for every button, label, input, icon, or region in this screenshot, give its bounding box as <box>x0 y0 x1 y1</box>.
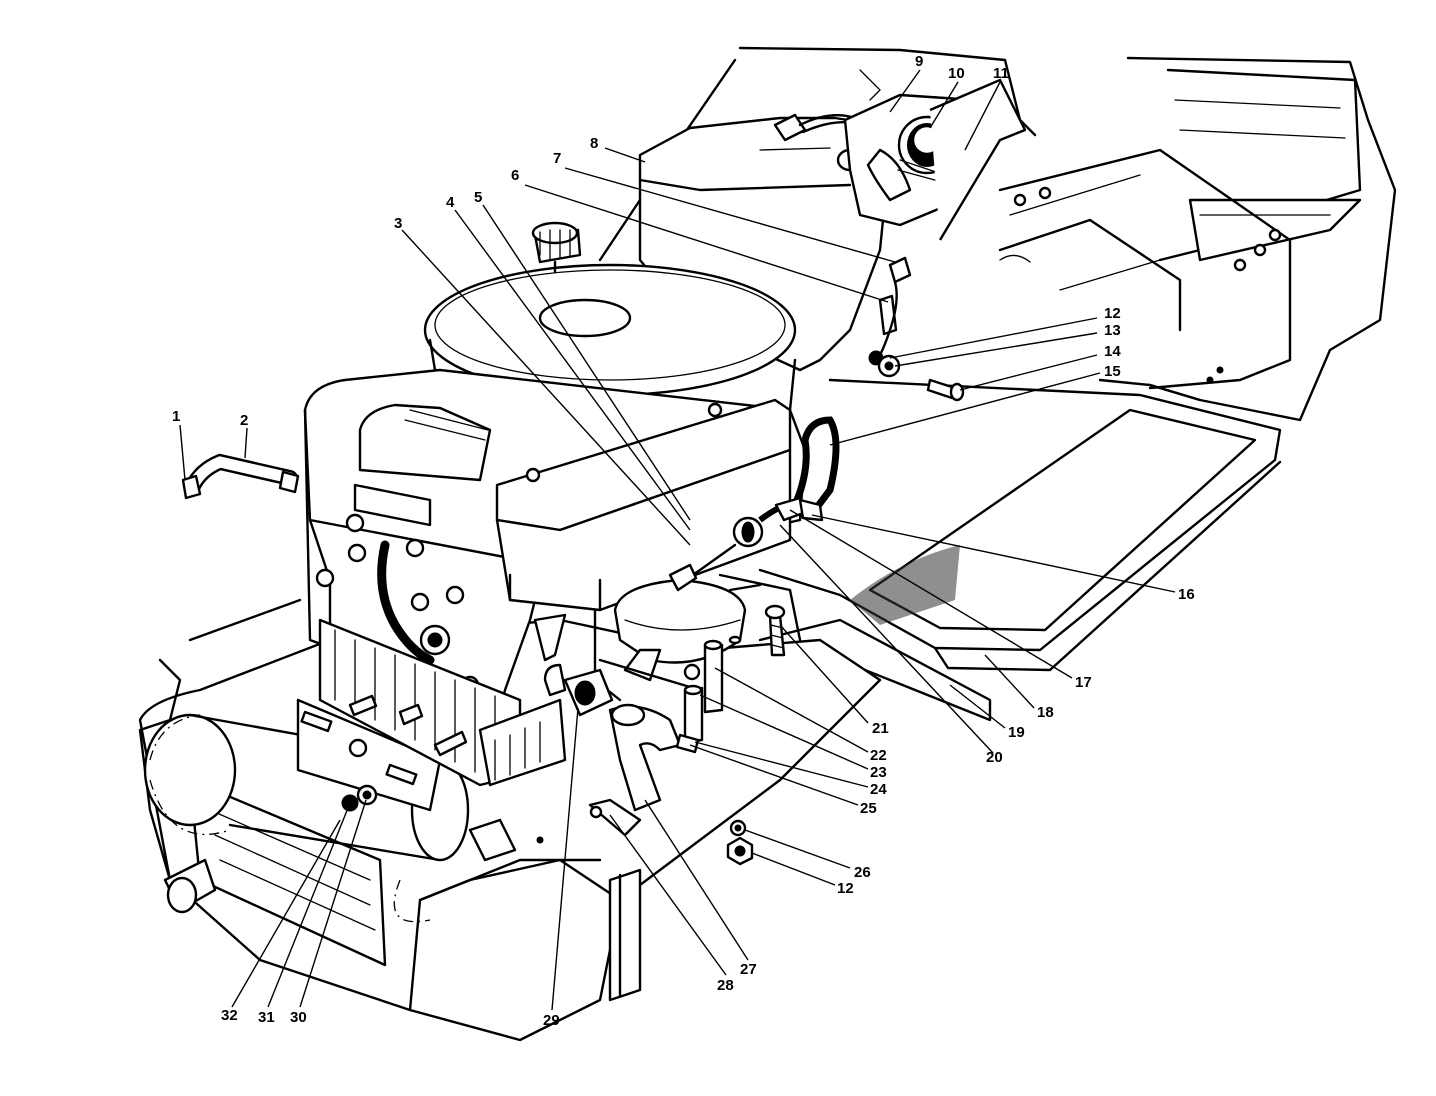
callout-5: 5 <box>474 189 482 206</box>
callout-15: 15 <box>1104 363 1121 380</box>
callout-26: 26 <box>854 864 871 881</box>
callout-13: 13 <box>1104 322 1121 339</box>
callout-23: 23 <box>870 764 887 781</box>
callout-2: 2 <box>240 412 248 429</box>
callout-9: 9 <box>915 53 923 70</box>
leader-lines <box>179 69 1176 1011</box>
engine <box>181 221 965 866</box>
callout-24: 24 <box>870 781 887 798</box>
callout-29: 29 <box>543 1012 560 1029</box>
callout-12-top: 12 <box>1104 305 1121 322</box>
callout-18: 18 <box>1037 704 1054 721</box>
callout-19: 19 <box>1008 724 1025 741</box>
callout-32: 32 <box>221 1007 238 1024</box>
callout-30: 30 <box>290 1009 307 1026</box>
callout-11: 11 <box>993 65 1009 82</box>
callout-4: 4 <box>446 194 455 211</box>
callout-7: 7 <box>553 150 561 167</box>
callout-labels: 1 2 3 4 5 6 7 8 9 10 11 12 13 14 15 16 1… <box>172 53 1195 1029</box>
callout-14: 14 <box>1104 343 1121 360</box>
callout-3: 3 <box>394 215 402 232</box>
callout-22: 22 <box>870 747 887 764</box>
callout-25: 25 <box>860 800 877 817</box>
callout-12-bottom: 12 <box>837 880 854 897</box>
callout-8: 8 <box>590 135 598 152</box>
callout-31: 31 <box>258 1009 275 1026</box>
callout-10: 10 <box>948 65 965 82</box>
callout-6: 6 <box>511 167 519 184</box>
callout-1: 1 <box>172 408 180 425</box>
callout-20: 20 <box>986 749 1003 766</box>
callout-16: 16 <box>1178 586 1195 603</box>
callout-21: 21 <box>872 720 889 737</box>
callout-17: 17 <box>1075 674 1092 691</box>
callout-28: 28 <box>717 977 734 994</box>
callout-27: 27 <box>740 961 757 978</box>
